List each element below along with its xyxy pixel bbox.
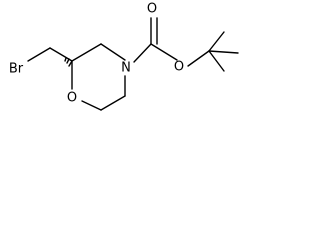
bond-c3-n4 bbox=[100, 43, 126, 61]
ring-oxygen-label: O bbox=[67, 91, 77, 106]
bond-c5-c6 bbox=[100, 95, 126, 111]
bond-n4-carbonyl-carbon bbox=[133, 43, 152, 63]
stereo-hash-1 bbox=[64, 57, 67, 62]
bond-tert-carbon-methyl-right bbox=[208, 50, 239, 54]
molecule-structure: Br O N O O bbox=[9, 2, 239, 111]
bond-ester-oxygen-tert-carbon bbox=[187, 50, 210, 67]
bond-tert-carbon-methyl-lower bbox=[208, 50, 225, 72]
bond-c6-o1 bbox=[81, 100, 102, 111]
ring-nitrogen-label: N bbox=[121, 61, 131, 76]
bromine-label: Br bbox=[9, 62, 24, 77]
carbonyl-oxygen-label: O bbox=[147, 2, 157, 17]
bond-tert-carbon-methyl-upper bbox=[208, 31, 225, 52]
ester-oxygen-label: O bbox=[174, 60, 184, 75]
bond-c2-c3 bbox=[71, 43, 102, 62]
stereo-hash-2 bbox=[66, 58, 70, 64]
bond-carbonyl-ester-oxygen bbox=[150, 43, 178, 61]
bond-br-ch2 bbox=[27, 47, 51, 62]
